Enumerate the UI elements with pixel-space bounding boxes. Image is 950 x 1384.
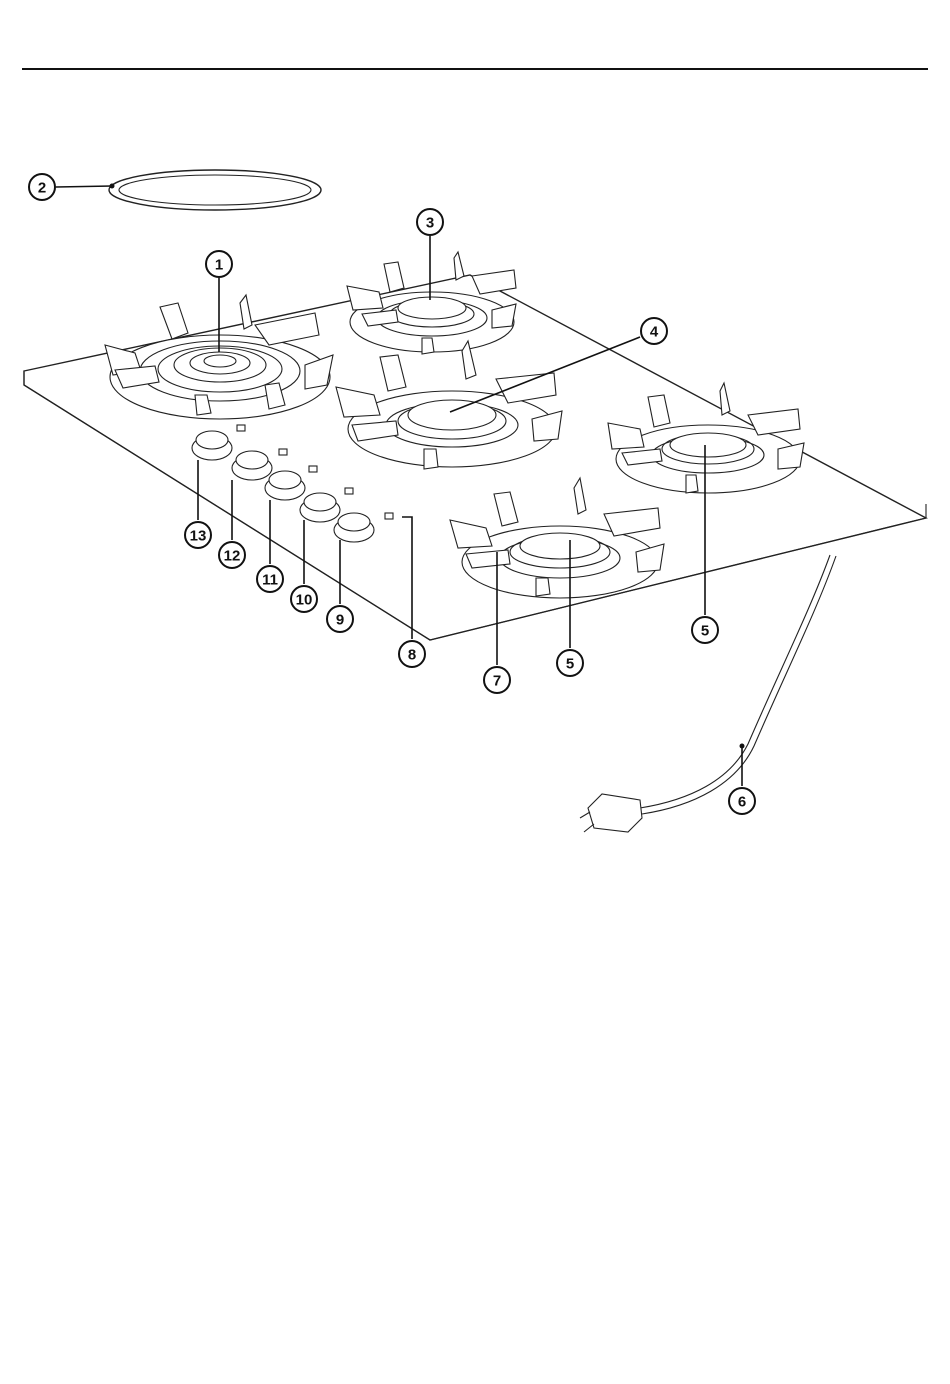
gasket-ring — [109, 170, 321, 210]
callout-10-label: 10 — [296, 592, 313, 609]
callout-13-label: 13 — [190, 528, 207, 545]
callout-8-label: 8 — [408, 647, 416, 664]
callout-10: 10 — [291, 586, 317, 612]
callout-4: 4 — [641, 318, 667, 344]
auxiliary-burner-with-grate — [347, 252, 516, 354]
callout-5-bottom-label: 5 — [566, 656, 574, 673]
callout-6: 6 — [729, 788, 755, 814]
callout-2: 2 — [29, 174, 55, 200]
callout-5-right-label: 5 — [701, 623, 709, 640]
callout-3-label: 3 — [426, 215, 434, 232]
callout-7: 7 — [484, 667, 510, 693]
callout-3: 3 — [417, 209, 443, 235]
callout-4-label: 4 — [650, 324, 659, 341]
callout-6-label: 6 — [738, 794, 746, 811]
callout-11: 11 — [257, 566, 283, 592]
callout-9: 9 — [327, 606, 353, 632]
callout-12: 12 — [219, 542, 245, 568]
callout-13: 13 — [185, 522, 211, 548]
power-cable-with-plug — [580, 555, 836, 832]
callout-7-label: 7 — [493, 673, 501, 690]
callout-9-label: 9 — [336, 612, 344, 629]
callout-11-label: 11 — [262, 572, 278, 589]
callout-5-right: 5 — [692, 617, 718, 643]
callout-12-label: 12 — [224, 548, 241, 565]
callout-8: 8 — [399, 641, 425, 667]
callout-2-label: 2 — [38, 180, 46, 197]
callout-1-label: 1 — [215, 257, 223, 274]
callout-1: 1 — [206, 251, 232, 277]
callout-5-bottom: 5 — [557, 650, 583, 676]
